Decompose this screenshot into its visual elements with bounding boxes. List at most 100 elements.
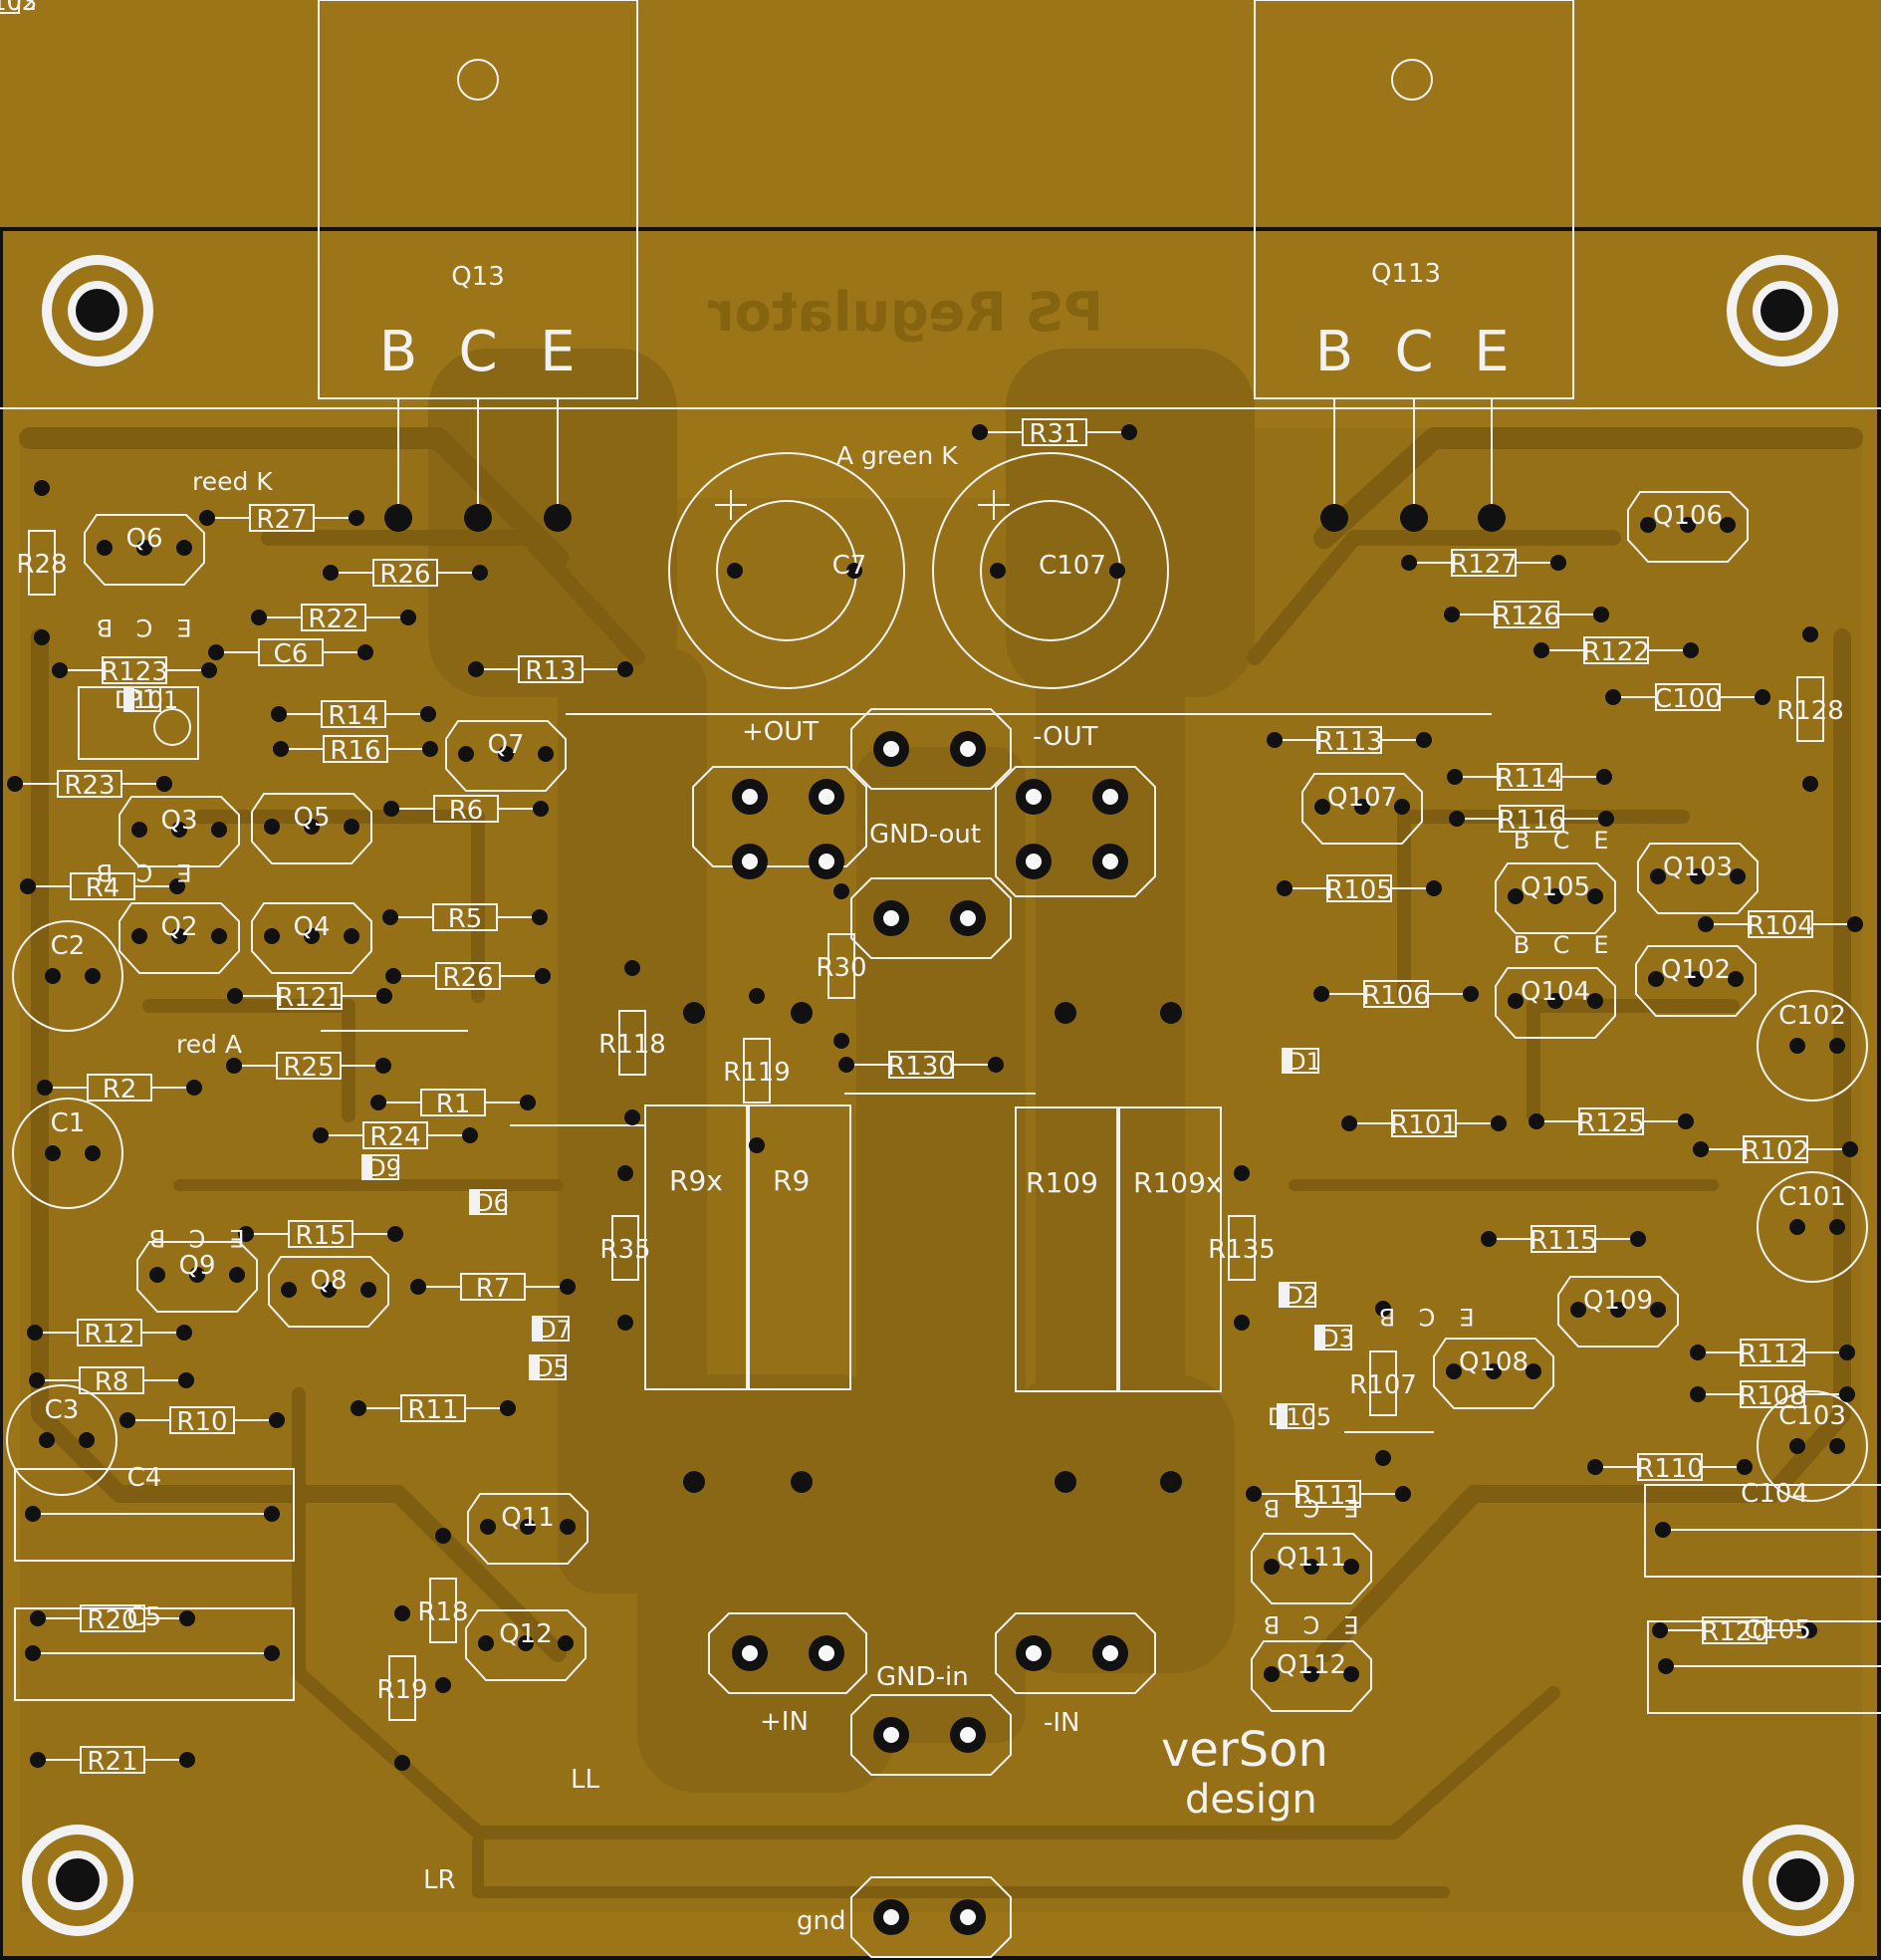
large-vias (683, 1002, 1182, 1493)
component-label: R18 (417, 1597, 468, 1627)
traces (19, 427, 1863, 1898)
transistor-pad (1486, 1363, 1502, 1379)
component-label: R6 (449, 796, 484, 826)
resistor-pad (1678, 1113, 1694, 1129)
resistor-pad (394, 1755, 410, 1771)
capacitor-pad (264, 1506, 280, 1522)
capacitor-c7 (668, 452, 905, 689)
logo-design: design (1185, 1777, 1317, 1823)
pin-letter: E (1593, 931, 1608, 959)
pin-letter: E (1343, 1494, 1358, 1522)
resistor-pad (1395, 1486, 1411, 1502)
resistor-pad (37, 1080, 53, 1096)
resistor-pad (179, 1752, 195, 1768)
resistor-pad (1234, 1165, 1250, 1181)
pin-letter: C (1553, 931, 1570, 959)
resistor-pad (1690, 1386, 1706, 1402)
component-label: C5 (127, 1602, 162, 1632)
resistor-pad (1842, 1141, 1858, 1157)
component-label: C100 (1654, 684, 1722, 714)
component-label: R28 (16, 550, 67, 580)
component-label: C1 (51, 1108, 86, 1138)
capacitor-outline (1757, 1390, 1868, 1502)
label-lr: LR (423, 1865, 456, 1895)
component-label: Q6 (125, 524, 162, 554)
transistor-outline (1637, 843, 1759, 914)
resistor-pad (1587, 1459, 1603, 1475)
resistor-pad (357, 644, 373, 660)
component-label: Q8 (310, 1266, 347, 1296)
component-label: C102 (1778, 1001, 1846, 1031)
resistor-pad (1481, 1231, 1497, 1247)
q13-pin-b: B (379, 320, 417, 384)
transistor-pad (1680, 517, 1696, 533)
label-r109x: R109x (1133, 1166, 1222, 1199)
mounting-hole-tr (1727, 255, 1838, 367)
pin-letter: B (1264, 1610, 1280, 1638)
component-label: D6 (475, 1189, 509, 1217)
connector-minus-in (995, 1612, 1156, 1694)
component-label: D2 (1285, 1282, 1318, 1310)
component-label: Q106 (1653, 501, 1723, 531)
resistor-pad (208, 644, 224, 660)
capacitor-pad (85, 968, 101, 984)
transistor-outline (445, 720, 567, 792)
resistor-pad (7, 776, 23, 792)
mounting-hole-bl (22, 1825, 133, 1936)
q13-pin-c: C (458, 320, 497, 384)
resistor-pad (422, 741, 438, 757)
label-gnd-out: GND-out (869, 820, 981, 850)
diode-band (362, 1155, 372, 1179)
transistor-pad (1688, 971, 1704, 987)
resistor-pad (435, 1677, 451, 1693)
transistor-pad (136, 540, 152, 556)
capacitor-pad (1829, 1438, 1845, 1454)
connector-gnd-out (850, 708, 1012, 959)
transistor-pad (1547, 993, 1563, 1009)
transistor-outline (251, 793, 372, 864)
transistor-pad (1648, 971, 1664, 987)
capacitor-pad (264, 1645, 280, 1661)
capacitor-outline (14, 1468, 295, 1562)
resistor-pad (382, 909, 398, 925)
component-label: R123 (101, 657, 168, 687)
resistor-pad (176, 1325, 192, 1341)
resistor-pad (468, 661, 484, 677)
label-r9x: R9x (669, 1164, 723, 1197)
resistor-pad (1234, 1315, 1250, 1331)
transistor-pad (1264, 1559, 1280, 1575)
transistor-pad (360, 1282, 376, 1298)
transistor-pad (478, 1635, 494, 1651)
pin-letter: C (189, 1224, 206, 1252)
component-label: R101 (1390, 1110, 1458, 1140)
transistor-pad (131, 928, 147, 944)
component-label: D102 (0, 0, 37, 16)
component-label: D103 (0, 0, 37, 16)
component-label: R5 (448, 904, 483, 934)
resistor-pad (1401, 555, 1417, 571)
transistor-pad (1508, 993, 1524, 1009)
component-label: R12 (84, 1320, 134, 1349)
trimmer-outline (78, 686, 199, 760)
resistor-pad (1683, 642, 1699, 658)
resistor-pad (1463, 986, 1479, 1002)
transistor-outline (1495, 862, 1616, 934)
resistor-pad (52, 662, 68, 678)
q13-label: Q13 (451, 262, 505, 292)
component-label: R107 (1349, 1370, 1417, 1400)
label-r9: R9 (773, 1164, 810, 1197)
resistor-pad (1693, 1141, 1709, 1157)
resistor-pad (1839, 1345, 1855, 1360)
transistor-outline (118, 902, 240, 974)
silkscreen-labels: +OUT -OUT GND-out +IN -IN GND-in gnd A g… (0, 0, 1846, 1936)
capacitor-pad (39, 1432, 55, 1448)
resistor-pad (624, 960, 640, 976)
component-label: R105 (1325, 875, 1393, 905)
transistor-pad (321, 1282, 337, 1298)
transistor-pad (304, 928, 320, 944)
capacitor-pad (25, 1506, 41, 1522)
resistor-pad (617, 1165, 633, 1181)
transistor-pad (1640, 517, 1656, 533)
resistor-outline (429, 1578, 457, 1643)
resistor-pad (271, 706, 287, 722)
